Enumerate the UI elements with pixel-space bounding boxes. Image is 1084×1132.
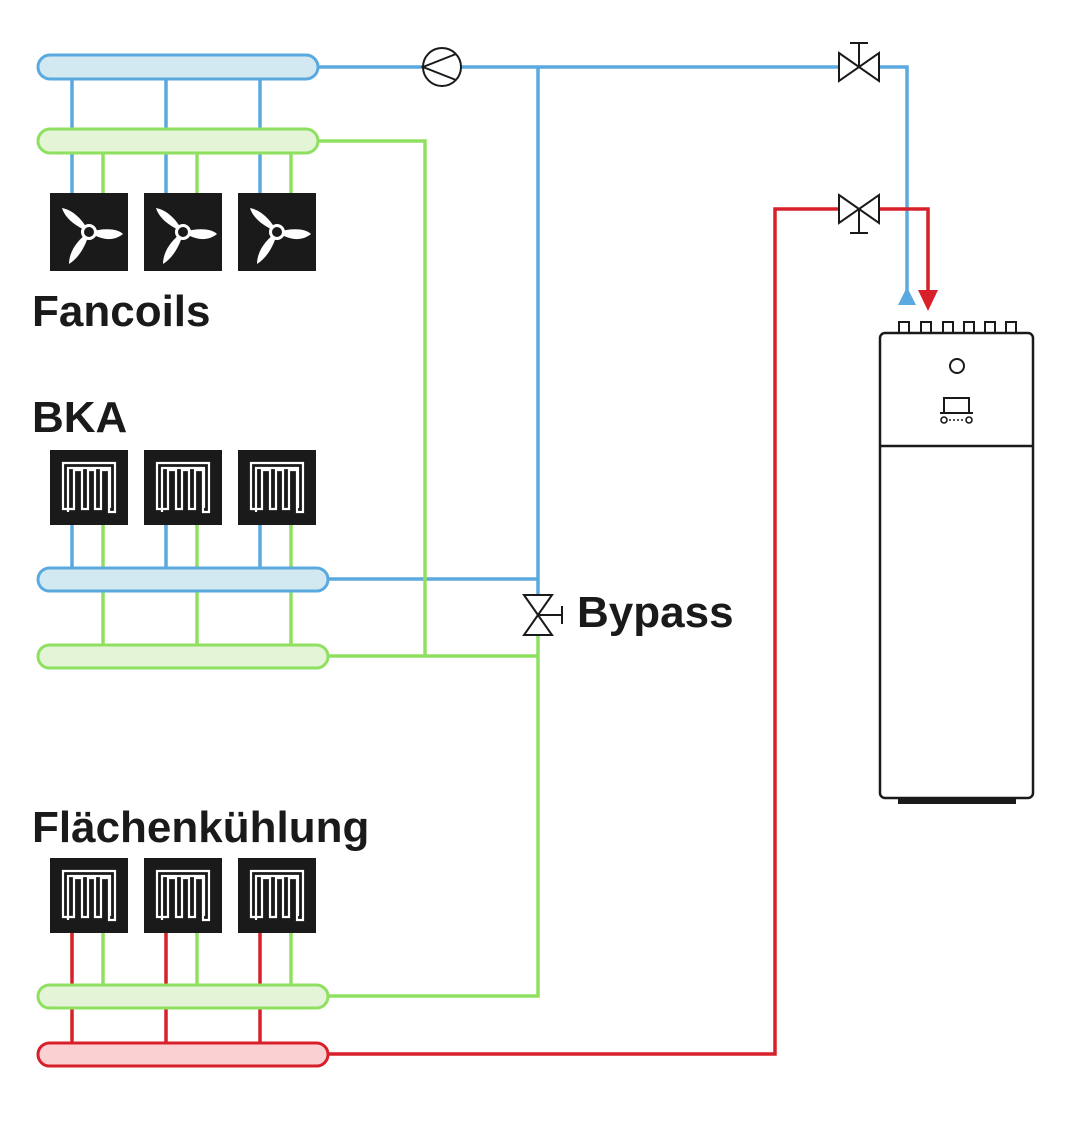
manifold-fancoil-green xyxy=(36,127,320,155)
bka-panel-3 xyxy=(236,448,318,527)
manifold-bka-blue xyxy=(36,566,330,593)
manifold-flaechen-green xyxy=(36,983,330,1010)
flaechen-panel-3 xyxy=(236,856,318,935)
valve-icon-top xyxy=(838,42,880,83)
arrow-down-icon xyxy=(918,290,938,311)
display-icon xyxy=(940,397,973,424)
bka-panel-1 xyxy=(48,448,130,527)
pump-icon xyxy=(420,47,462,87)
manifold-bka-green xyxy=(36,643,330,670)
fancoils-label: Fancoils xyxy=(32,287,211,336)
bypass-label: Bypass xyxy=(577,588,734,637)
fancoil-1 xyxy=(48,191,130,273)
valve-icon-red xyxy=(838,193,880,234)
flaechenkuehlung-label: Flächenkühlung xyxy=(32,803,369,852)
bka-label: BKA xyxy=(32,393,127,442)
valve-icon-bypass xyxy=(522,594,563,636)
bka-panel-2 xyxy=(142,448,224,527)
manifold-flaechen-red xyxy=(36,1041,330,1068)
flaechen-panel-2 xyxy=(142,856,224,935)
fancoil-2 xyxy=(142,191,224,273)
flaechen-panel-1 xyxy=(48,856,130,935)
heat-pump-unit xyxy=(878,321,1035,804)
fancoil-3 xyxy=(236,191,318,273)
manifold-fancoil-blue xyxy=(36,53,320,81)
arrow-up-icon xyxy=(898,287,916,305)
